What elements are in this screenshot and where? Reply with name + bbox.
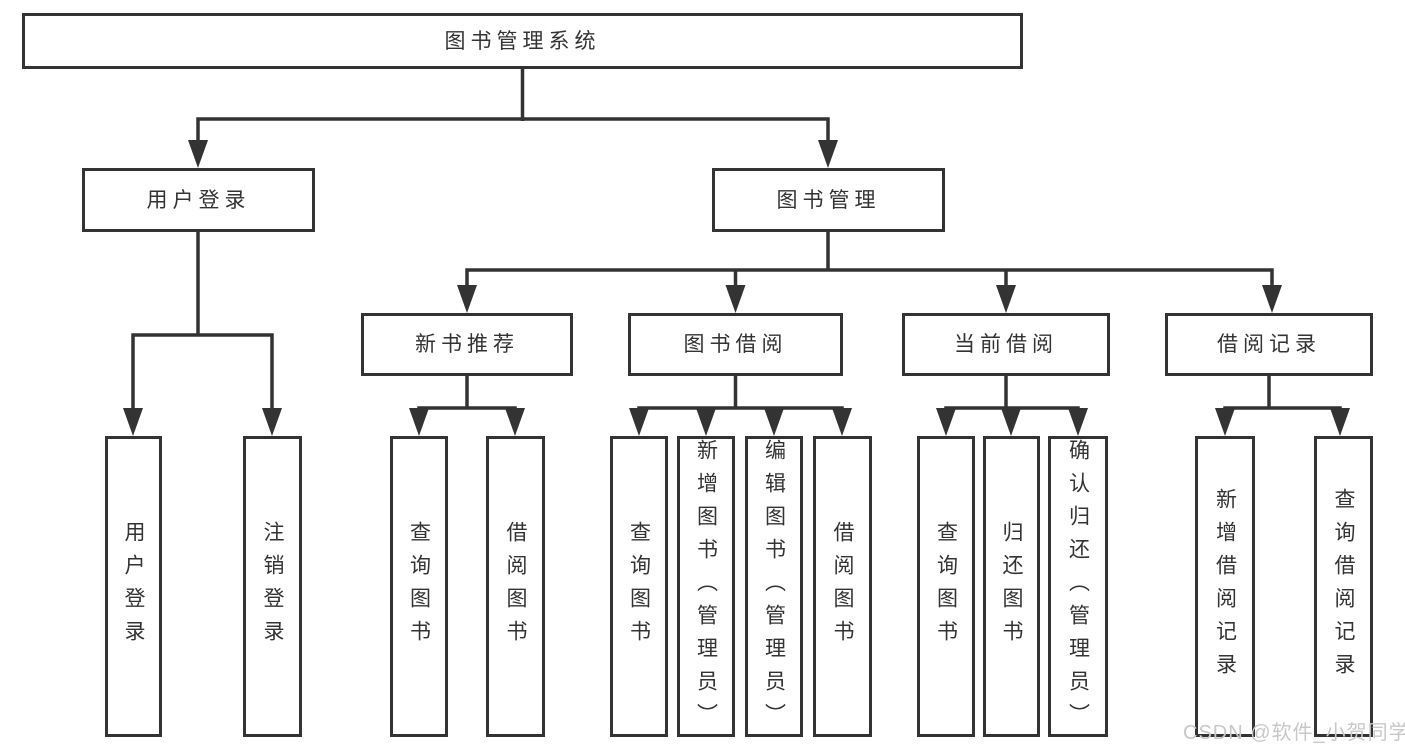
leaf-br-add-record: 新增借阅记录 xyxy=(1195,436,1255,737)
csdn-watermark: CSDN @软件_小贺同学 xyxy=(1183,722,1405,744)
leaf-bb-add-books-admin: 新增图书（管理员） xyxy=(677,436,735,737)
leaf-nbr-borrow-books: 借阅图书 xyxy=(486,436,545,737)
leaf-bb-edit-books-admin: 编辑图书（管理员） xyxy=(745,436,803,737)
node-library-management-system: 图书管理系统 xyxy=(22,13,1023,69)
leaf-cb-confirm-return-admin: 确认归还（管理员） xyxy=(1048,436,1108,737)
node-book-management: 图书管理 xyxy=(712,168,945,232)
leaf-bb-borrow-books: 借阅图书 xyxy=(813,436,872,737)
node-new-book-recommendation: 新书推荐 xyxy=(361,313,573,376)
leaf-nbr-query-books: 查询图书 xyxy=(390,436,448,737)
node-current-borrowing: 当前借阅 xyxy=(902,313,1110,376)
leaf-br-query-record: 查询借阅记录 xyxy=(1314,436,1373,737)
node-user-login: 用户登录 xyxy=(82,168,315,232)
leaf-bb-query-books: 查询图书 xyxy=(610,436,668,737)
node-borrowing-records: 借阅记录 xyxy=(1165,313,1373,376)
leaf-logout: 注销登录 xyxy=(243,436,302,737)
leaf-cb-query-books: 查询图书 xyxy=(917,436,975,737)
node-book-borrowing: 图书借阅 xyxy=(628,313,843,376)
leaf-user-login: 用户登录 xyxy=(105,436,162,737)
leaf-cb-return-books: 归还图书 xyxy=(983,436,1040,737)
